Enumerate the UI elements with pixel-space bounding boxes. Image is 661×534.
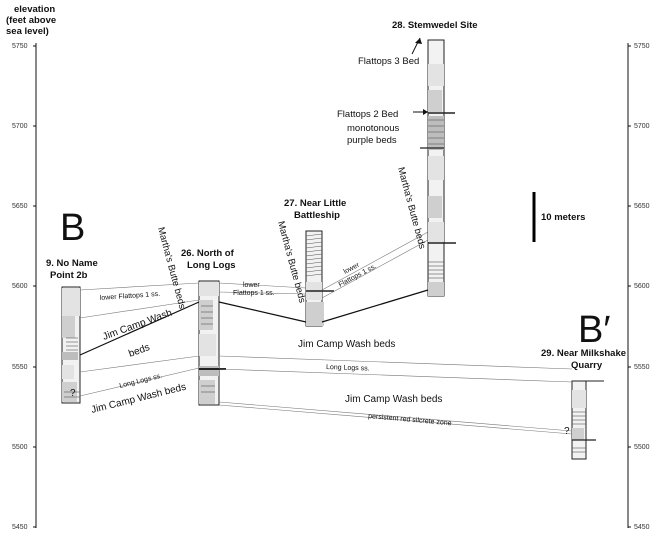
axis-title-line-3: sea level) bbox=[6, 26, 49, 37]
label-marthas-butte-3: Martha's Butte beds bbox=[395, 166, 427, 250]
tick-5450: 5450 bbox=[12, 524, 28, 531]
label-flattops-3-bed: Flattops 3 Bed bbox=[358, 56, 419, 67]
section-9-title-line-2: Point 2b bbox=[50, 270, 88, 281]
axis-title-line-2: (feet above bbox=[6, 15, 56, 26]
section-28-column bbox=[420, 39, 456, 297]
section-27-column bbox=[305, 230, 334, 327]
tick-5650: 5650 bbox=[12, 203, 28, 210]
left-axis-ticks bbox=[33, 45, 36, 528]
label-question-right: ? bbox=[564, 426, 570, 437]
label-long-logs-a: Long Logs ss. bbox=[119, 373, 163, 390]
tick-5750: 5750 bbox=[12, 43, 28, 50]
section-9-column bbox=[61, 286, 81, 404]
right-axis-ticks bbox=[628, 45, 631, 528]
right-tick-5700: 5700 bbox=[634, 123, 650, 130]
section-letter-b: B bbox=[60, 207, 85, 249]
tick-5500: 5500 bbox=[12, 444, 28, 451]
label-persistent-silcrete: persistent red silcrete zone bbox=[368, 413, 452, 427]
label-question-left: ? bbox=[70, 388, 76, 399]
section-9-title-line-1: 9. No Name bbox=[46, 258, 98, 269]
right-tick-5550: 5550 bbox=[634, 364, 650, 371]
label-long-logs-b: Long Logs ss. bbox=[326, 364, 370, 373]
section-28-title: 28. Stemwedel Site bbox=[392, 20, 478, 31]
tick-5550: 5550 bbox=[12, 364, 28, 371]
flattops2-arrow-icon bbox=[423, 109, 428, 115]
section-letter-b-prime: B′ bbox=[578, 309, 610, 351]
right-elevation-axis: 5750 5700 5650 5600 5550 5500 5450 bbox=[627, 43, 650, 531]
scale-bar-label: 10 meters bbox=[541, 212, 585, 223]
flattops3-arrow-icon bbox=[415, 38, 422, 44]
label-monotonous-line-1: monotonous bbox=[347, 123, 400, 134]
right-tick-5750: 5750 bbox=[634, 43, 650, 50]
right-tick-5650: 5650 bbox=[634, 203, 650, 210]
tick-5600: 5600 bbox=[12, 283, 28, 290]
label-jim-camp-4: Jim Camp Wash beds bbox=[345, 394, 442, 405]
section-26-title-line-1: 26. North of bbox=[181, 248, 235, 259]
label-jim-camp-1-line-2: beds bbox=[127, 342, 151, 360]
label-flattops-2-bed: Flattops 2 Bed bbox=[337, 109, 398, 120]
label-lower-flattops-b-line-1: lower bbox=[243, 282, 260, 289]
right-tick-5600: 5600 bbox=[634, 283, 650, 290]
section-26-title-line-2: Long Logs bbox=[187, 260, 236, 271]
section-27-title-line-1: 27. Near Little bbox=[284, 198, 346, 209]
label-jim-camp-1-line-1: Jim Camp Wash bbox=[101, 308, 173, 343]
right-tick-5450: 5450 bbox=[634, 524, 650, 531]
section-26-column bbox=[198, 280, 226, 406]
bed-arrows bbox=[411, 37, 428, 115]
section-29-title-line-2: Quarry bbox=[571, 360, 603, 371]
right-tick-5500: 5500 bbox=[634, 444, 650, 451]
section-29-title-line-1: 29. Near Milkshake bbox=[541, 348, 626, 359]
scale-bar: 10 meters bbox=[532, 192, 585, 242]
label-marthas-butte-2: Martha's Butte beds bbox=[275, 220, 307, 304]
label-lower-flattops-a: lower Flattops 1 ss. bbox=[100, 291, 161, 302]
correlation-lines bbox=[79, 231, 573, 435]
label-monotonous-line-2: purple beds bbox=[347, 135, 397, 146]
label-lower-flattops-b-line-2: Flattops 1 ss. bbox=[233, 290, 275, 297]
label-jim-camp-2: Jim Camp Wash beds bbox=[298, 339, 395, 350]
tick-5700: 5700 bbox=[12, 123, 28, 130]
left-elevation-axis: elevation (feet above sea level) 5750 57… bbox=[6, 4, 56, 531]
axis-title-line-1: elevation bbox=[14, 4, 55, 15]
section-27-title-line-2: Battleship bbox=[294, 210, 340, 221]
section-29-column bbox=[571, 380, 604, 460]
label-jim-camp-3: Jim Camp Wash beds bbox=[90, 382, 187, 416]
